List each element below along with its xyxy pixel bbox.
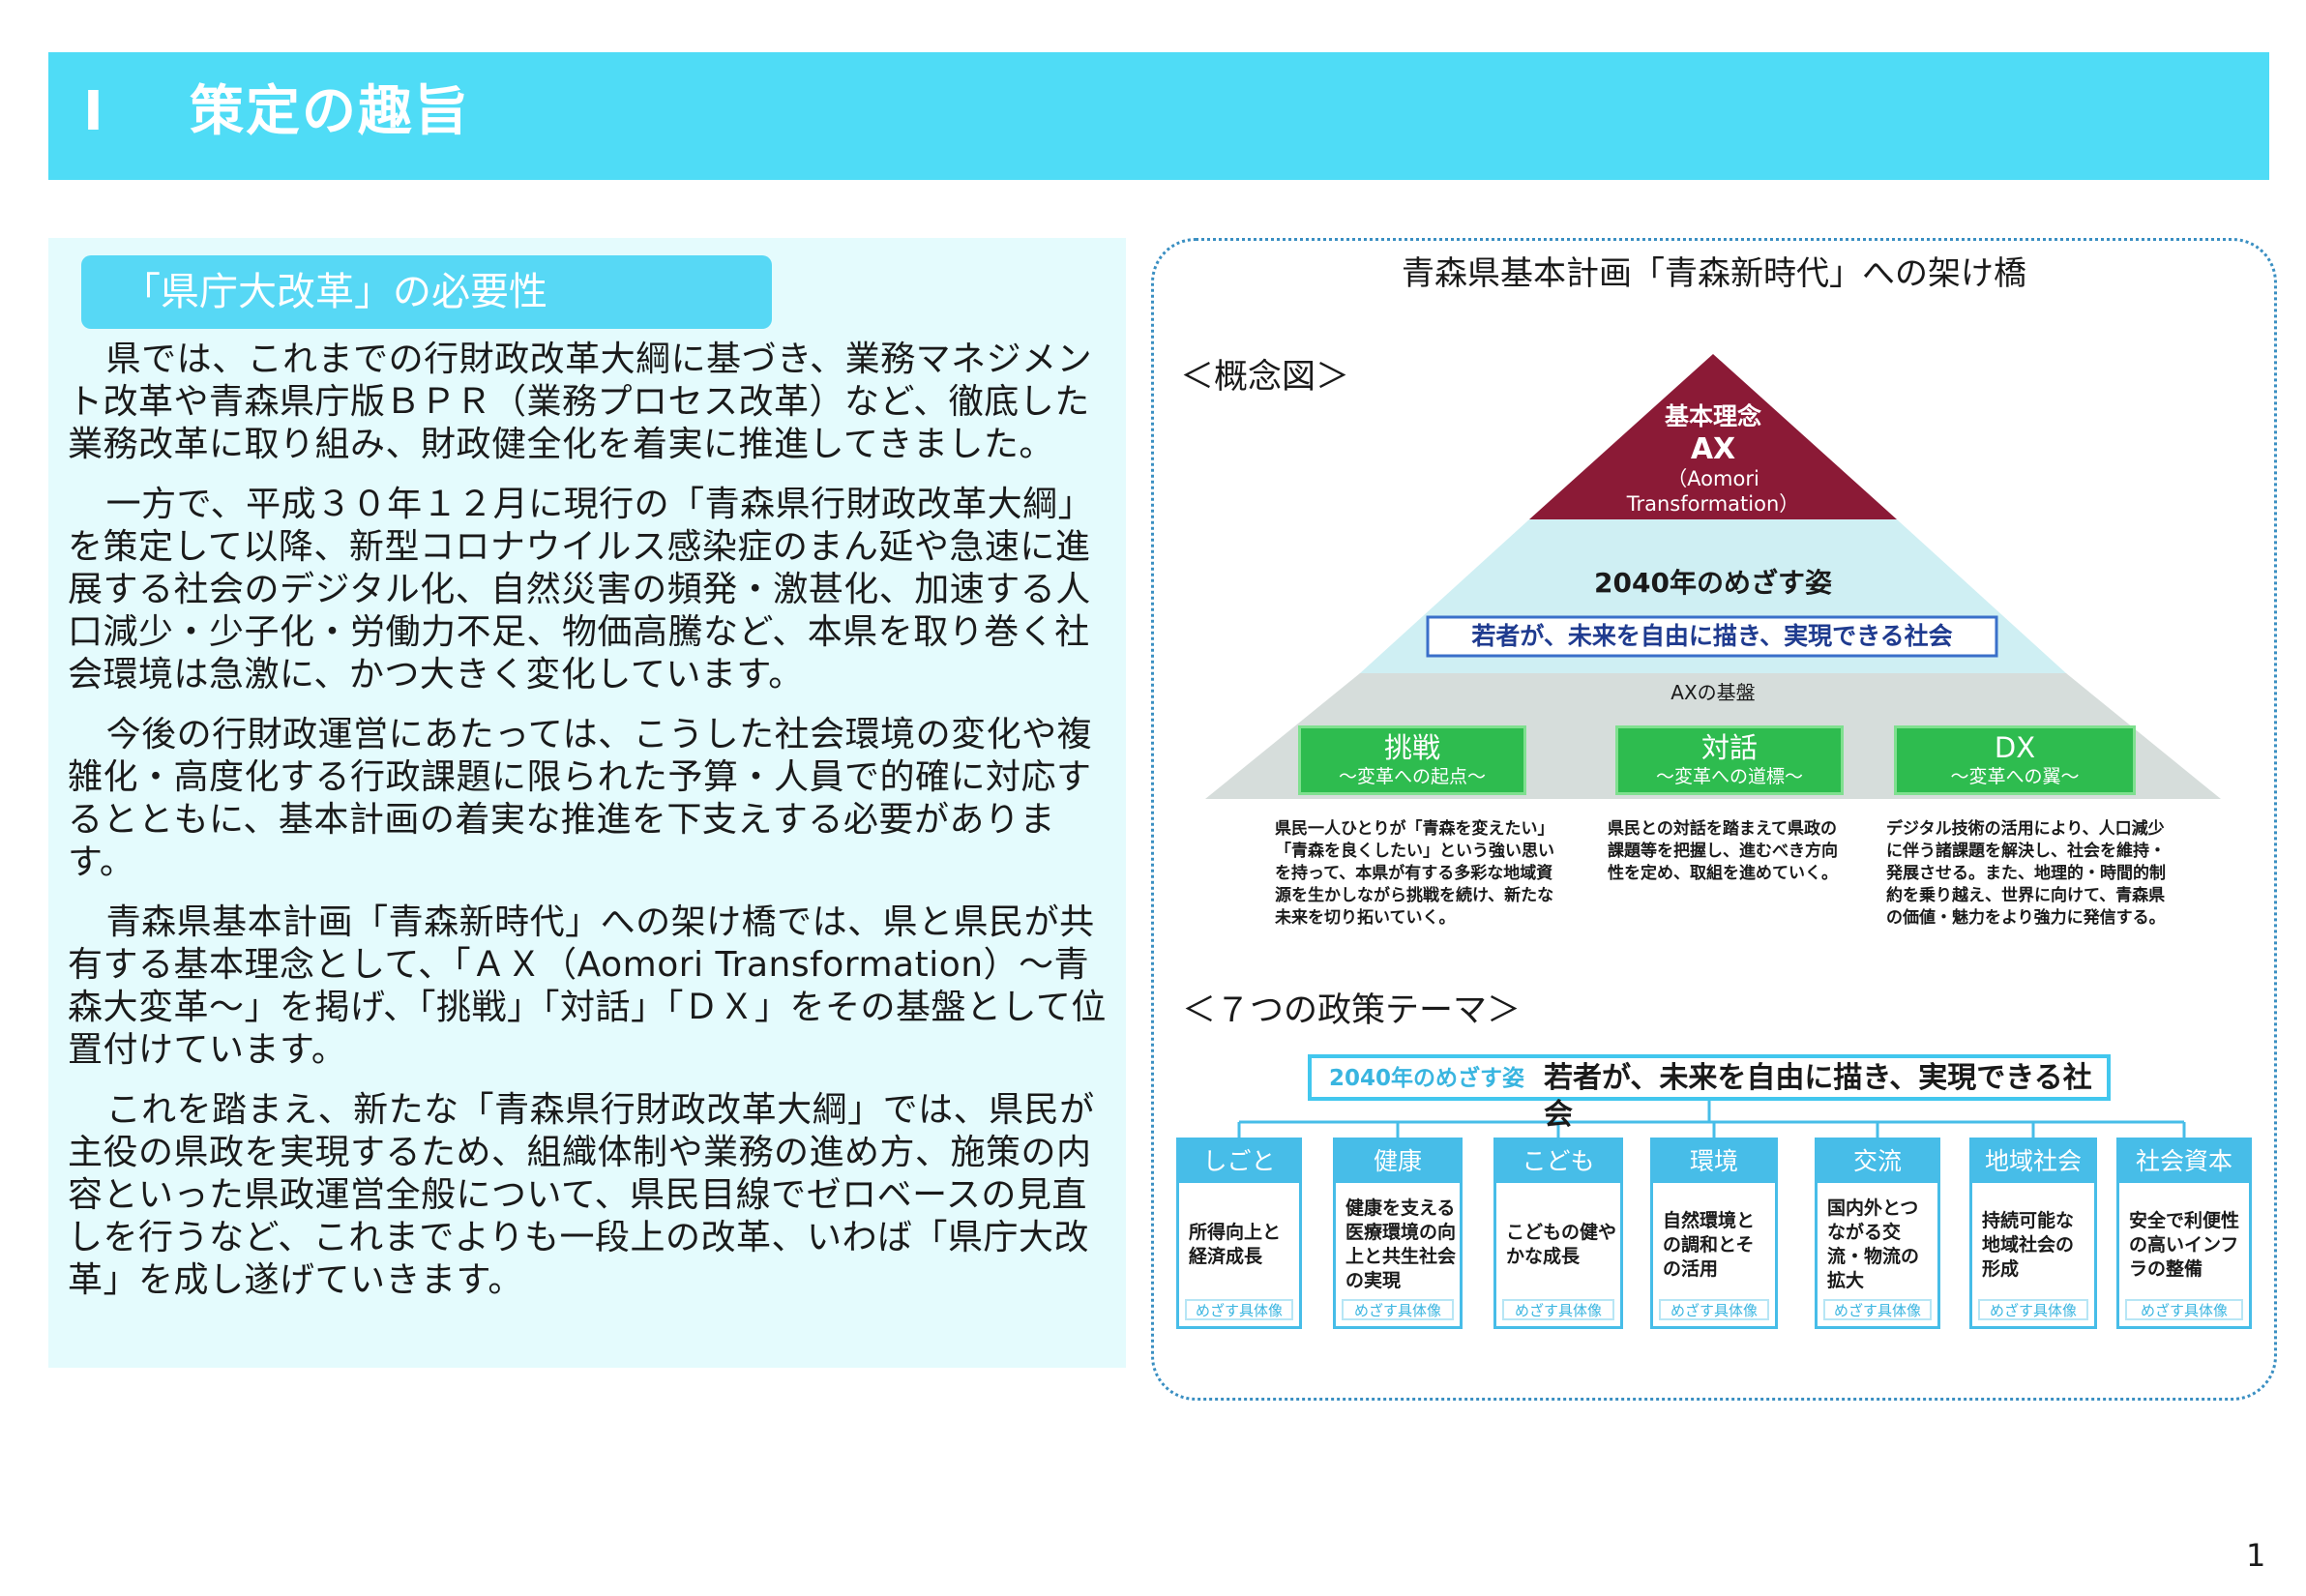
theme-description: 自然環境との調和とその活用 [1663,1209,1756,1280]
theme-title: 環境 [1653,1140,1775,1183]
theme-footer: めざす具体像 [1978,1299,2088,1320]
pillar-description: 県民との対話を踏まえて県政の課題等を把握し、進むべき方向性を定め、取組を進めてい… [1608,819,1838,883]
themes-heading: ＜７つの政策テーマ＞ [1182,991,1522,1030]
theme-footer: めざす具体像 [2125,1299,2243,1320]
chapter-title: 策定の趣旨 [190,80,470,143]
concept-heading: ＜概念図＞ [1180,358,1350,397]
paragraph: 今後の行財政運営にあたっては、こうした社会環境の変化や複雑化・高度化する行政課題… [68,715,1093,882]
pyramid-top [1529,354,1897,519]
paragraph: 青森県基本計画「青森新時代」への架け橋では、県と県民が共有する基本理念として、「… [68,902,1107,1070]
theme-footer: めざす具体像 [1659,1299,1769,1320]
paragraph: これを踏まえ、新たな「青森県行財政改革大綱」では、県民が主役の県政を実現するため… [68,1090,1095,1300]
theme-footer: めざす具体像 [1185,1299,1293,1320]
pyramid-top-main: AX [1690,432,1736,466]
pyramid-base-label: AXの基盤 [1670,681,1756,704]
theme-environment: 環境 自然環境との調和とその活用 めざす具体像 [1650,1138,1778,1329]
theme-description: 所得向上と経済成長 [1189,1222,1282,1267]
pillar-dialogue: 対話 ～変革への道標～ [1615,725,1844,795]
theme-footer: めざす具体像 [1823,1299,1932,1320]
theme-health: 健康 健康を支える医療環境の向上と共生社会の実現 めざす具体像 [1333,1138,1463,1329]
goal-label: 2040年のめざす姿 [1329,1066,1525,1091]
theme-infrastructure: 社会資本 安全で利便性の高いインフラの整備 めざす具体像 [2116,1138,2252,1329]
pillar-subtitle: ～変革への道標～ [1655,766,1803,787]
theme-description: 安全で利便性の高いインフラの整備 [2129,1209,2240,1280]
pillar-description: 県民一人ひとりが「青森を変えたい」「青森を良くしたい」という強い思いを持って、本… [1275,819,1554,928]
page-number: 1 [2246,1537,2266,1574]
theme-title: 社会資本 [2119,1140,2249,1183]
middle-goal-box [1426,615,1998,658]
pillar-subtitle: ～変革への翼～ [1950,766,2080,787]
theme-footer: めざす具体像 [1342,1299,1454,1320]
page-title: Ⅰ 策定の趣旨 [83,74,470,151]
theme-title: しごと [1179,1140,1299,1183]
paragraph: 県では、これまでの行財政改革大綱に基づき、業務マネジメント改革や青森県庁版ＢＰＲ… [68,340,1093,464]
left-panel [48,238,1126,1368]
pyramid-middle-label: 2040年のめざす姿 [1594,567,1832,599]
theme-title: こども [1496,1140,1620,1183]
pillar-challenge: 挑戦 ～変革への起点～ [1298,725,1526,795]
right-panel [1151,238,2277,1401]
theme-exchange: 交流 国内外とつながる交流・物流の拡大 めざす具体像 [1815,1138,1940,1329]
right-panel-title: 青森県基本計画「青森新時代」への架け橋 [1402,254,2026,293]
goal-box: 2040年のめざす姿 若者が、未来を自由に描き、実現できる社会 [1308,1054,2111,1132]
pillar-subtitle: ～変革への起点～ [1338,766,1486,787]
pillar-title: 対話 [1700,731,1758,764]
theme-community: 地域社会 持続可能な地域社会の形成 めざす具体像 [1969,1138,2097,1329]
pillar-title: 挑戦 [1383,731,1440,764]
theme-work: しごと 所得向上と経済成長 めざす具体像 [1176,1138,1302,1329]
pillar-title: DX [1994,731,2036,764]
theme-footer: めざす具体像 [1502,1299,1614,1320]
theme-title: 地域社会 [1972,1140,2094,1183]
goal-text: 若者が、未来を自由に描き、実現できる社会 [1544,1061,2092,1132]
section-label: 「県庁大改革」の必要性 [81,255,772,329]
header-bar [48,52,2269,180]
pyramid-top-sub: （Aomori [1667,467,1759,490]
theme-title: 健康 [1336,1140,1460,1183]
paragraph: 一方で、平成３０年１２月に現行の「青森県行財政改革大綱」を策定して以降、新型コロ… [68,485,1094,695]
theme-children: こども こどもの健やかな成長 めざす具体像 [1493,1138,1623,1329]
body-text: 県では、これまでの行財政改革大綱に基づき、業務マネジメント改革や青森県庁版ＢＰＲ… [68,339,1112,1319]
theme-description: 健康を支える医療環境の向上と共生社会の実現 [1345,1197,1457,1291]
pyramid-middle-goal: 若者が、未来を自由に描き、実現できる社会 [1471,622,1953,650]
pillar-description: デジタル技術の活用により、人口減少に伴う諸課題を解決し、社会を維持・発展させる。… [1886,819,2166,928]
theme-description: 持続可能な地域社会の形成 [1982,1209,2075,1280]
pyramid-top-sub: Transformation） [1626,492,1800,516]
theme-description: こどもの健やかな成長 [1506,1222,1617,1267]
pillar-dx: DX ～変革への翼～ [1894,725,2136,795]
theme-description: 国内外とつながる交流・物流の拡大 [1827,1197,1920,1291]
pyramid-top-label: 基本理念 [1664,402,1761,430]
theme-title: 交流 [1818,1140,1937,1183]
chapter-number: Ⅰ [83,80,105,143]
